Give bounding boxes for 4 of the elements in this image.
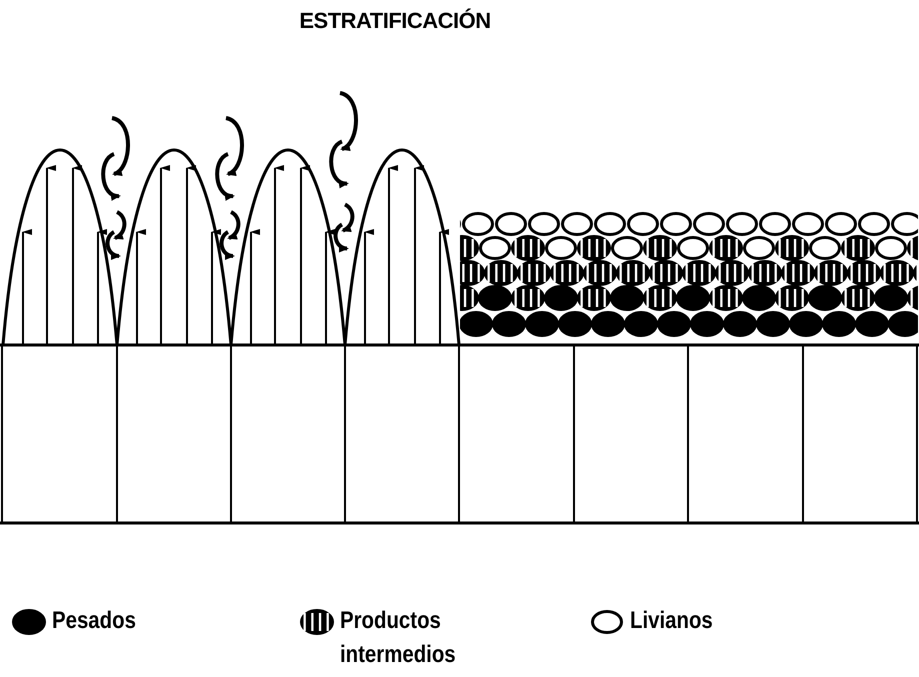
title: ESTRATIFICACIÓN (298, 8, 492, 34)
legend-label: Livianos (630, 606, 713, 636)
legend-label: Pesados (52, 606, 136, 636)
legend-label: Productos intermedios (340, 606, 457, 670)
